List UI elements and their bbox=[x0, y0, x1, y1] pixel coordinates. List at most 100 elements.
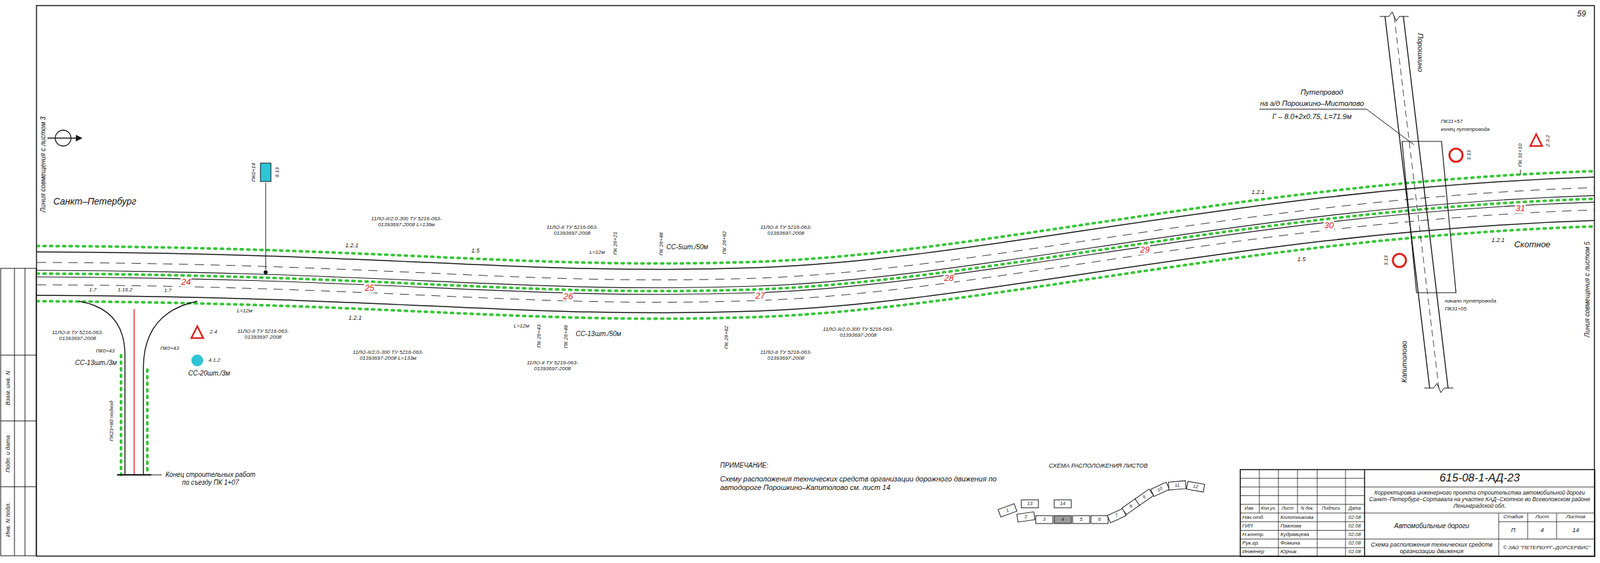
table-cell: 02.08 bbox=[1348, 514, 1362, 521]
drawing-line bbox=[1240, 521, 1365, 523]
length-label: L=12м bbox=[588, 249, 606, 256]
match-line-note: Линия совмещения с листом 3 bbox=[39, 115, 48, 214]
drawing-line bbox=[0, 486, 37, 488]
drawing-line bbox=[1498, 512, 1500, 557]
drawing-line bbox=[1135, 489, 1154, 506]
table-header: Подпись bbox=[1321, 505, 1341, 511]
table-cell: Инженер bbox=[1241, 549, 1265, 556]
drawing-line bbox=[14, 268, 16, 556]
drawing-line bbox=[1240, 469, 1595, 557]
drawing-line bbox=[1520, 169, 1522, 175]
delineator-count: СС-20шт./3м bbox=[187, 369, 231, 378]
road-signs bbox=[191, 134, 1543, 367]
sheet-index: 12 bbox=[1191, 483, 1199, 490]
sheet-index: 14 bbox=[1059, 501, 1067, 507]
match-line-note: Линия совмещения с листом 5 bbox=[1583, 240, 1592, 339]
picket-number: 30 bbox=[1323, 220, 1335, 231]
direction-label: Скотное bbox=[1513, 240, 1551, 250]
picket-number: 24 bbox=[180, 276, 192, 287]
drawing-line bbox=[1556, 512, 1558, 540]
drawing-line bbox=[263, 270, 268, 275]
marking-code: 1.2.1 bbox=[1490, 236, 1506, 244]
marking-code: 1.2.1 bbox=[1250, 188, 1266, 196]
table-cell: 02.08 bbox=[1348, 549, 1362, 556]
table-cell: П bbox=[1510, 526, 1517, 534]
sheet-number: 59 bbox=[1576, 9, 1587, 20]
delineator-count: СС-13шт./3м bbox=[74, 359, 118, 367]
chainage-label: ПК 31+10 bbox=[1517, 142, 1524, 168]
drawing-line bbox=[1240, 495, 1365, 496]
marking-code: 1.2.1 bbox=[347, 314, 363, 321]
drawing-line bbox=[117, 474, 152, 476]
drawing-code: 615-08-1-АД-23 bbox=[1438, 471, 1521, 485]
direction-label: Санкт–Петербург bbox=[52, 195, 137, 207]
drawing-line bbox=[1530, 134, 1543, 146]
drawing-line bbox=[191, 354, 204, 367]
chainage-label: ПК0+43 bbox=[159, 345, 181, 352]
lane-line bbox=[36, 209, 1595, 303]
picket-number: 27 bbox=[754, 290, 766, 301]
sheet-index: 10 bbox=[1156, 485, 1164, 493]
chainage-label: ПК 26+21 bbox=[612, 230, 619, 256]
table-cell: Нач.отд. bbox=[1241, 514, 1266, 521]
sheet-index: 2 bbox=[1023, 514, 1029, 521]
median-line bbox=[36, 195, 1595, 289]
drawing-line bbox=[1240, 469, 1595, 557]
table-cell: ГИП bbox=[1241, 522, 1254, 529]
sheet-index: 9 bbox=[1140, 493, 1147, 501]
margin-stamp bbox=[0, 268, 37, 556]
sheet-index: 7 bbox=[1114, 512, 1120, 519]
project-title: Корректировка инженерного проекта строит… bbox=[1367, 489, 1593, 510]
table-cell: 02.08 bbox=[1348, 522, 1362, 529]
drawing-line bbox=[78, 301, 125, 475]
table-header: N док. bbox=[1300, 505, 1315, 511]
drawing-line bbox=[1259, 109, 1367, 110]
drawing-line bbox=[1259, 469, 1261, 513]
table-cell: Юрчик bbox=[1279, 549, 1298, 556]
picket-number: 25 bbox=[364, 283, 375, 294]
drawing-line bbox=[1345, 469, 1347, 557]
barrier-spec: 11ЛО-II ТУ 5216-063-01393697-2008 bbox=[535, 224, 609, 237]
drawing-line bbox=[119, 355, 123, 475]
cross-road bbox=[1259, 11, 1456, 393]
table-cell: Фомина bbox=[1279, 540, 1301, 547]
median-barrier bbox=[36, 198, 1595, 292]
table-cell: Колотникова bbox=[1279, 514, 1314, 521]
sign-code: 4.1.2 bbox=[207, 357, 221, 364]
drawing-line bbox=[1498, 521, 1595, 523]
chainage-label: ПК 26+82 bbox=[723, 325, 730, 350]
chainage-label: конец путепровода bbox=[1440, 126, 1491, 133]
table-cell: Рук.гр. bbox=[1241, 540, 1261, 547]
drawing-line bbox=[36, 198, 1595, 292]
drawing-line bbox=[260, 163, 271, 182]
drawing-line bbox=[1240, 512, 1595, 514]
sign-code: 3.13 bbox=[1382, 254, 1389, 267]
chainage-label: ПК31+05 bbox=[1444, 305, 1468, 312]
drawing-line bbox=[151, 474, 162, 476]
marking-code: 1.2.1 bbox=[344, 242, 360, 249]
picket-number: 29 bbox=[1139, 244, 1151, 255]
sheet-index: 3 bbox=[1042, 516, 1047, 523]
table-cell: Н.контр. bbox=[1241, 531, 1266, 538]
overpass-caption: Г – 8.0+2x0.75, L=71.9м bbox=[1271, 112, 1353, 122]
table-cell: 02.08 bbox=[1348, 532, 1362, 538]
delineator-count: СС-5шт./50м bbox=[665, 243, 709, 252]
picket-number: 28 bbox=[943, 273, 955, 284]
note-text: Схему расположения технических средств о… bbox=[719, 474, 1004, 492]
road-name: Порошкино bbox=[1416, 32, 1426, 73]
table-cell: 14 bbox=[1571, 526, 1580, 534]
drawing-line bbox=[998, 503, 1018, 517]
chainage-label: ПК 26+48 bbox=[658, 231, 665, 256]
drawing-line bbox=[1240, 478, 1365, 479]
barrier-spec: 11ЛО-II ТУ 5216-063-01393697-2008 bbox=[749, 349, 823, 362]
barrier-spec: 11ЛО-II ТУ 5216-063-01393697-2008 bbox=[226, 328, 300, 340]
drawing-line bbox=[1366, 109, 1414, 145]
barrier-spec: 11ЛО-II ТУ 5216-063-01393697-2008 bbox=[40, 329, 115, 342]
table-cell: Листов bbox=[1565, 513, 1586, 520]
drawing-line bbox=[1363, 469, 1366, 557]
drawing-line bbox=[1240, 547, 1365, 548]
table-cell: 02.08 bbox=[1348, 540, 1362, 547]
overpass-caption: на а/д Порошкино–Мистолово bbox=[1259, 99, 1365, 108]
chainage-label: ПК 26+43 bbox=[535, 324, 542, 349]
